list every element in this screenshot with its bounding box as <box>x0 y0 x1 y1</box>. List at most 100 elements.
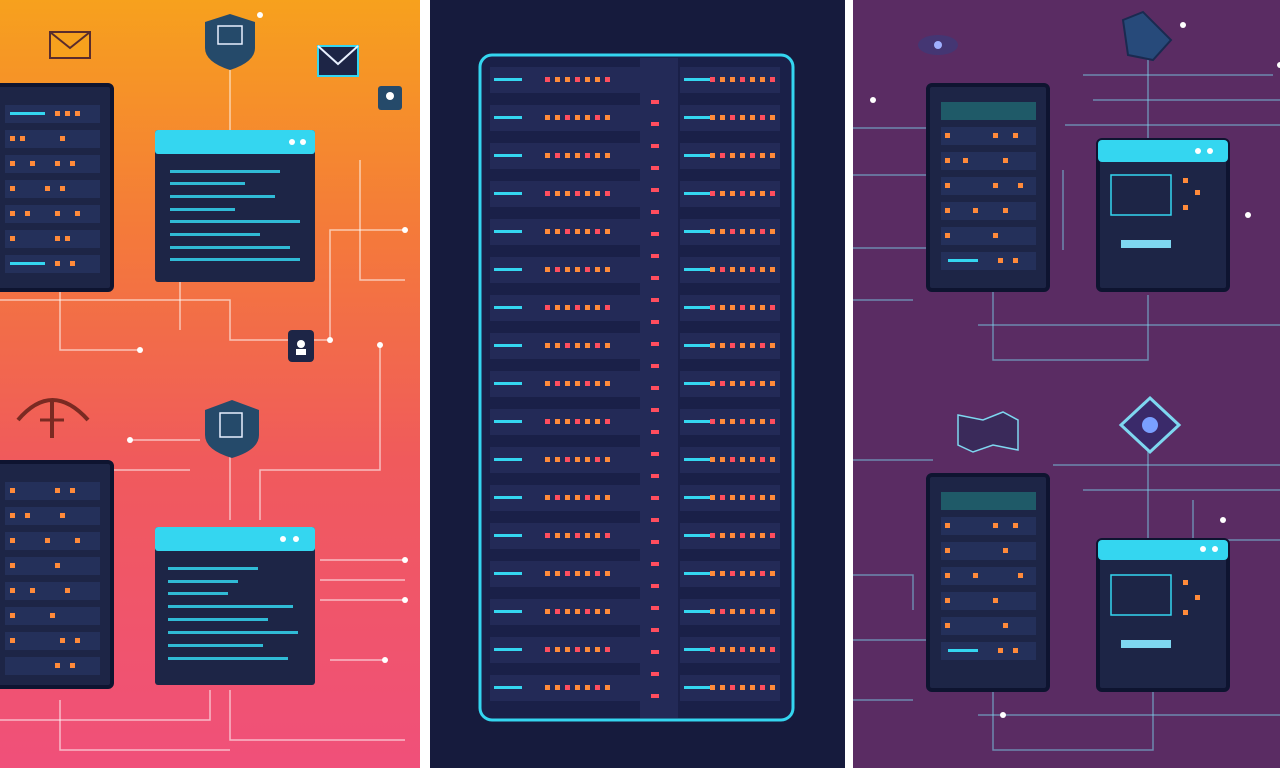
rack-unit-status-bar <box>684 572 712 575</box>
rack-led <box>750 457 755 462</box>
server-rack-illustration <box>478 53 795 722</box>
rack-led <box>740 381 745 386</box>
rack-unit-status-bar <box>684 268 712 271</box>
rack-led <box>575 457 580 462</box>
rack-led <box>585 77 590 82</box>
rack-led <box>555 77 560 82</box>
rack-led <box>585 609 590 614</box>
server-window-top-left <box>0 83 114 292</box>
rack-led <box>720 647 725 652</box>
rack-led <box>545 495 550 500</box>
rack-led <box>575 267 580 272</box>
rack-led <box>710 685 715 690</box>
rack-led <box>595 305 600 310</box>
rack-led <box>770 533 775 538</box>
rack-led <box>575 381 580 386</box>
rack-led <box>555 571 560 576</box>
rack-led <box>565 153 570 158</box>
rack-led <box>760 153 765 158</box>
rack-led <box>555 457 560 462</box>
rack-led <box>760 457 765 462</box>
center-led <box>651 210 659 214</box>
rack-led <box>575 77 580 82</box>
rack-led <box>730 381 735 386</box>
rack-led <box>565 191 570 196</box>
rack-led <box>545 685 550 690</box>
rack-unit-status-bar <box>494 306 522 309</box>
rack-led <box>575 685 580 690</box>
rack-led <box>545 77 550 82</box>
rack-led <box>710 343 715 348</box>
rack-unit-status-bar <box>684 458 712 461</box>
rack-led <box>770 381 775 386</box>
rack-led <box>710 457 715 462</box>
rack-led <box>740 457 745 462</box>
center-led <box>651 540 659 544</box>
rack-led <box>595 153 600 158</box>
rack-unit-status-bar <box>494 534 522 537</box>
rack-led <box>710 609 715 614</box>
rack-led <box>555 495 560 500</box>
rack-unit-status-bar <box>684 230 712 233</box>
right-network-panel <box>853 0 1280 768</box>
rack-led <box>750 229 755 234</box>
rack-unit-status-bar <box>494 192 522 195</box>
center-led <box>651 430 659 434</box>
rack-led <box>740 609 745 614</box>
rack-led <box>710 571 715 576</box>
rack-led <box>565 381 570 386</box>
rack-led <box>770 609 775 614</box>
rack-led <box>565 267 570 272</box>
rack-led <box>710 495 715 500</box>
rack-led <box>575 305 580 310</box>
rack-led <box>585 457 590 462</box>
rack-led <box>555 685 560 690</box>
rack-led <box>605 305 610 310</box>
rack-led <box>750 571 755 576</box>
rack-led <box>750 267 755 272</box>
rack-unit-status-bar <box>684 78 712 81</box>
connector-lines <box>0 40 405 751</box>
rack-led <box>565 419 570 424</box>
server-window-bottom-right <box>926 473 1050 692</box>
rack-led <box>545 533 550 538</box>
rack-unit-status-bar <box>494 572 522 575</box>
rack-led <box>760 533 765 538</box>
rack-led <box>740 191 745 196</box>
rack-led <box>750 191 755 196</box>
rack-led <box>585 153 590 158</box>
rack-led <box>605 153 610 158</box>
rack-led <box>730 115 735 120</box>
rack-led <box>750 305 755 310</box>
rack-unit-status-bar <box>494 686 522 689</box>
center-led <box>651 122 659 126</box>
rack-led <box>730 609 735 614</box>
rack-led <box>760 191 765 196</box>
rack-led <box>770 647 775 652</box>
rack-led <box>720 609 725 614</box>
rack-led <box>750 685 755 690</box>
rack-unit-status-bar <box>494 420 522 423</box>
rack-unit-status-bar <box>494 648 522 651</box>
center-led <box>651 584 659 588</box>
rack-led <box>565 229 570 234</box>
rack-led <box>740 419 745 424</box>
envelope-icon <box>317 45 359 77</box>
map-icon <box>957 411 1019 453</box>
rack-led <box>545 571 550 576</box>
terminal-window-bottom <box>155 527 315 685</box>
rack-unit-status-bar <box>684 154 712 157</box>
rack-led <box>575 419 580 424</box>
rack-led <box>760 343 765 348</box>
rack-led <box>585 685 590 690</box>
rack-led <box>740 305 745 310</box>
rack-led <box>555 533 560 538</box>
rack-led <box>605 457 610 462</box>
center-led <box>651 188 659 192</box>
rack-led <box>605 267 610 272</box>
rack-led <box>730 77 735 82</box>
rack-led <box>720 419 725 424</box>
rack-unit-status-bar <box>494 154 522 157</box>
rack-led <box>575 115 580 120</box>
rack-led <box>595 533 600 538</box>
